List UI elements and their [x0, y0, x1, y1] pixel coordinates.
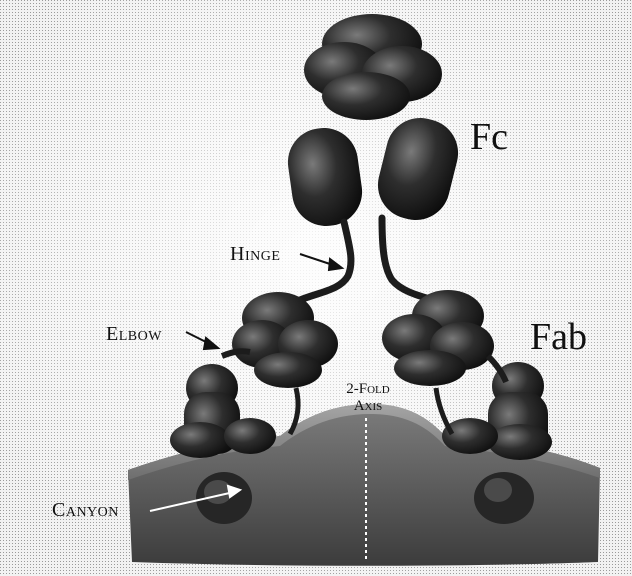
two-fold-axis-label: 2-Fold Axis: [336, 382, 400, 414]
canyon-label: Canyon: [52, 500, 119, 520]
fab-label: Fab: [530, 318, 587, 356]
elbow-label: Elbow: [106, 324, 162, 344]
fc-label: Fc: [470, 118, 508, 156]
axis-label-line2: Axis: [336, 399, 400, 414]
axis-label-line1: 2-Fold: [336, 382, 400, 397]
hinge-label: Hinge: [230, 244, 280, 264]
